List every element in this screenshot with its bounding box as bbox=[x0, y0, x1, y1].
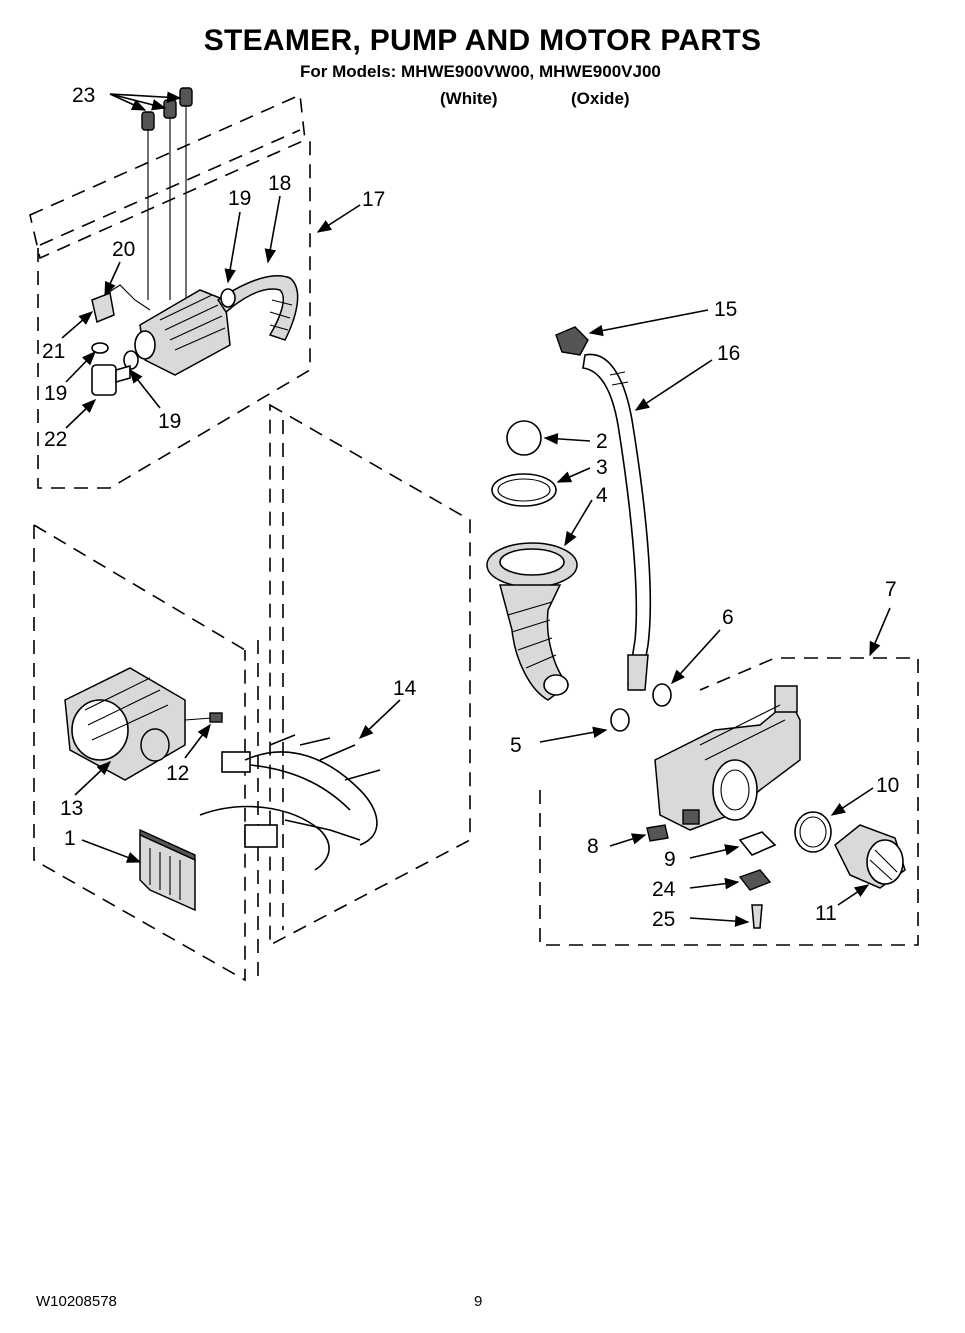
callout-22: 22 bbox=[44, 428, 67, 451]
page-title: STEAMER, PUMP AND MOTOR PARTS bbox=[203, 24, 762, 57]
motor-control-unit bbox=[139, 828, 196, 912]
steamer-screws bbox=[141, 87, 193, 300]
ball-ring bbox=[491, 473, 557, 507]
callout-20: 20 bbox=[112, 238, 135, 261]
callout-4: 4 bbox=[596, 484, 608, 507]
sump-hose bbox=[486, 542, 578, 701]
callout-5: 5 bbox=[510, 734, 522, 757]
callout-17: 17 bbox=[362, 188, 385, 211]
hose-clamps bbox=[610, 683, 672, 732]
callout-3: 3 bbox=[596, 456, 608, 479]
steamer-hose bbox=[216, 275, 299, 341]
callout-19-bottom: 19 bbox=[158, 410, 181, 433]
callout-24: 24 bbox=[652, 878, 676, 901]
callout-8: 8 bbox=[587, 835, 599, 858]
callout-18: 18 bbox=[268, 172, 291, 195]
variant-white: (White) bbox=[440, 89, 498, 108]
callout-10: 10 bbox=[876, 774, 899, 797]
steamer-clamps bbox=[91, 288, 236, 370]
pump-gasket bbox=[794, 811, 832, 853]
models-line: For Models: MHWE900VW00, MHWE900VJ00 bbox=[300, 62, 661, 81]
cabinet-outline-left bbox=[33, 524, 246, 982]
steamer-assembly-box bbox=[37, 140, 311, 489]
check-ball bbox=[506, 420, 542, 456]
callout-7: 7 bbox=[885, 578, 897, 601]
variant-oxide: (Oxide) bbox=[571, 89, 630, 108]
drain-hose bbox=[582, 353, 652, 692]
wire-harness bbox=[199, 734, 381, 871]
drain-pump bbox=[654, 685, 801, 831]
steam-generator bbox=[99, 284, 231, 376]
callout-15: 15 bbox=[714, 298, 737, 321]
callout-1: 1 bbox=[64, 827, 76, 850]
hose-clip-top bbox=[555, 326, 589, 356]
callout-11: 11 bbox=[815, 902, 837, 925]
callout-19-top: 19 bbox=[228, 187, 251, 210]
leader-lines bbox=[61, 91, 891, 927]
pump-small-parts bbox=[646, 824, 777, 929]
callout-6: 6 bbox=[722, 606, 734, 629]
callout-19-left: 19 bbox=[44, 382, 67, 405]
callout-13: 13 bbox=[60, 797, 83, 820]
pump-assembly-box bbox=[539, 657, 919, 946]
top-console-outline bbox=[29, 93, 306, 260]
cabinet-outline-right bbox=[257, 403, 471, 978]
callout-9: 9 bbox=[664, 848, 676, 871]
inlet-tube bbox=[91, 364, 131, 396]
callout-25: 25 bbox=[652, 908, 675, 931]
callout-14: 14 bbox=[393, 677, 417, 700]
drive-motor bbox=[64, 667, 223, 781]
callout-16: 16 bbox=[717, 342, 740, 365]
document-number: W10208578 bbox=[36, 1293, 117, 1310]
pump-filter bbox=[834, 824, 906, 889]
callout-21: 21 bbox=[42, 340, 65, 363]
callout-23: 23 bbox=[72, 84, 95, 107]
page-number: 9 bbox=[474, 1293, 483, 1310]
steamer-valve-bracket bbox=[91, 291, 115, 324]
callout-12: 12 bbox=[166, 762, 189, 785]
callout-2: 2 bbox=[596, 430, 608, 453]
